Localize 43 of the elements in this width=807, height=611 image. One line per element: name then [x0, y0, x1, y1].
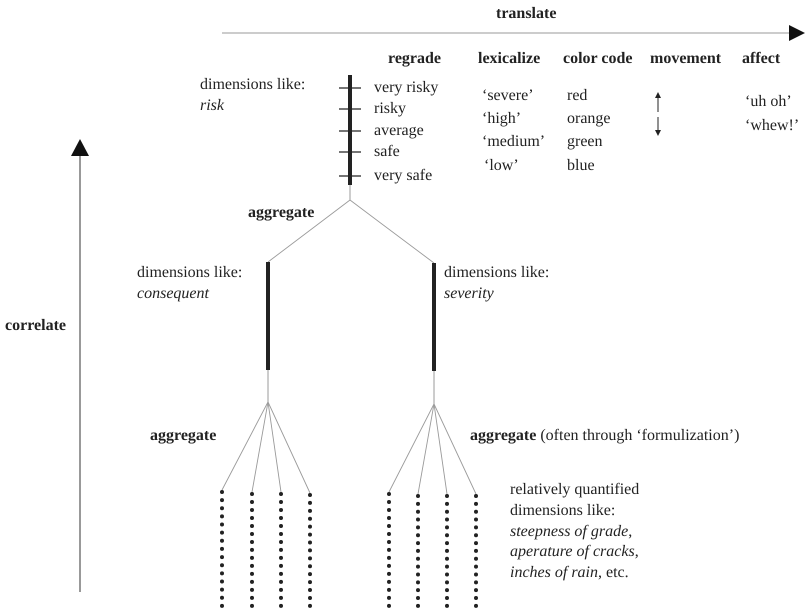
column-heading: color code: [563, 49, 632, 69]
dimension-label: dimensions like: consequent: [137, 263, 244, 304]
table-text: ‘medium’: [482, 132, 546, 152]
aggregation-line: [268, 370, 310, 494]
aggregate-label: aggregate: [150, 426, 216, 446]
column-heading: affect: [742, 49, 780, 69]
table-text: red: [567, 86, 588, 106]
aggregation-line: [350, 184, 434, 264]
dotted-bar: [279, 492, 283, 608]
aggregate-label: aggregate: [248, 203, 314, 223]
dotted-bar: [308, 493, 312, 608]
dimension-label: dimensions like: risk: [200, 75, 306, 116]
scale-label: safe: [374, 142, 400, 162]
dotted-bar: [220, 490, 224, 608]
dotted-bar: [250, 492, 254, 608]
scale-label: average: [374, 121, 424, 141]
table-text: ‘uh oh’: [745, 92, 792, 112]
scale-bar: [348, 75, 352, 185]
dimension-label: dimensions like: severity: [444, 263, 550, 304]
column-heading: regrade: [388, 49, 442, 69]
table-text: green: [567, 132, 603, 152]
scale-bar: [432, 263, 436, 371]
direction-label: translate: [496, 4, 556, 24]
dotted-bar: [474, 494, 478, 608]
scale-label: very risky: [374, 78, 438, 98]
scale-label: risky: [374, 99, 406, 119]
table-text: blue: [567, 156, 595, 176]
column-heading: lexicalize: [478, 49, 540, 69]
scale-label: very safe: [374, 166, 432, 186]
table-text: ‘whew!’: [745, 116, 800, 136]
table-text: ‘severe’: [482, 86, 534, 106]
aggregate-label: aggregate (often through ‘formulization’): [470, 426, 740, 446]
dotted-bar: [416, 494, 420, 608]
dotted-bar: [387, 492, 391, 608]
table-text: orange: [567, 109, 611, 129]
dotted-bar: [445, 494, 449, 608]
direction-label: correlate: [5, 316, 66, 336]
scale-bar: [266, 262, 270, 370]
column-heading: movement: [650, 49, 722, 69]
table-text: ‘low’: [484, 156, 519, 176]
dimension-note: relatively quantified dimensions like: steepness of grade, aperature of cracks, inches of rain, etc.: [510, 480, 640, 584]
aggregation-line: [434, 370, 476, 494]
table-text: ‘high’: [482, 109, 522, 129]
